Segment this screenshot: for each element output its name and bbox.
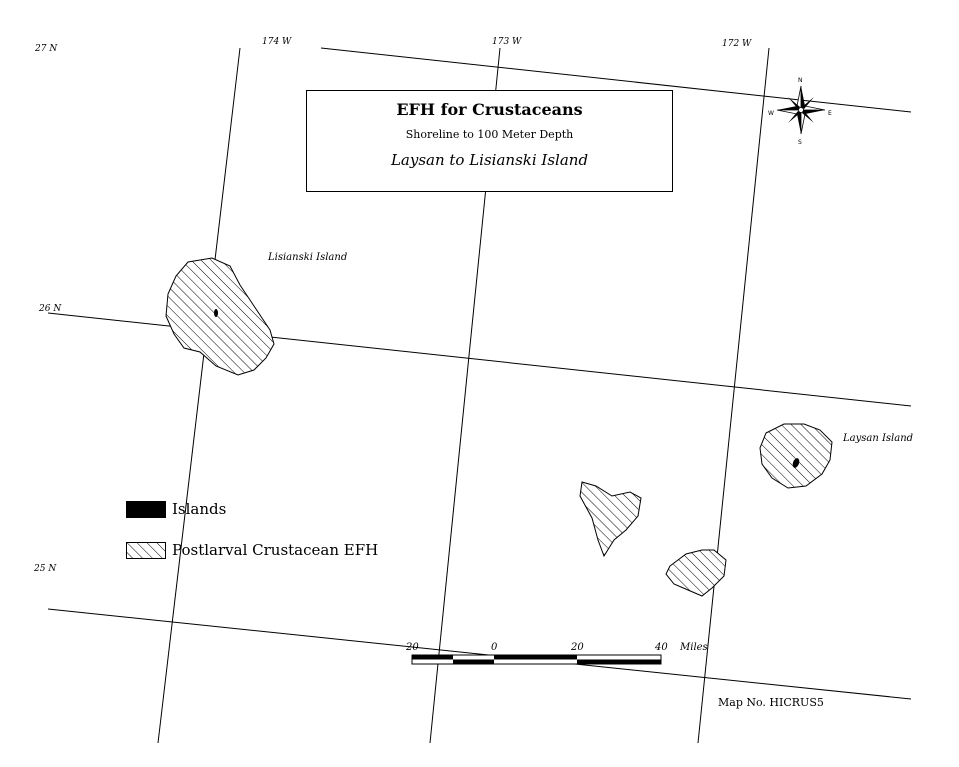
scale-tick-20-left: 20 [405, 642, 419, 653]
lon-label-174w: 174 W [262, 37, 292, 47]
lat-label-26n: 26 N [38, 304, 62, 314]
map-title-box: EFH for Crustaceans Shoreline to 100 Met… [306, 90, 673, 192]
parallel-27n [320, 47, 912, 113]
parallel-25n [47, 608, 912, 700]
compass-s-label: S [798, 139, 802, 146]
legend-label-efh: Postlarval Crustacean EFH [172, 541, 379, 559]
laysan-island-land [792, 458, 800, 468]
compass-n-label: N [798, 77, 803, 84]
lisianski-island-land [214, 309, 218, 317]
lat-label-27n: 27 N [34, 44, 58, 54]
map-title: EFH for Crustaceans [396, 100, 583, 119]
map-number: Map No. HICRUS5 [718, 696, 824, 709]
map-area-name: Laysan to Lisianski Island [390, 151, 589, 169]
legend-item-efh: Postlarval Crustacean EFH [126, 540, 378, 560]
lisianski-island-label: Lisianski Island [267, 252, 347, 263]
legend-item-islands: Islands [126, 499, 226, 519]
shoal-efh-area-north [579, 481, 642, 558]
scale-tick-40: 40 [654, 642, 668, 653]
lat-label-25n: 25 N [33, 564, 57, 574]
legend-swatch-efh [126, 541, 166, 559]
laysan-island-label: Laysan Island [842, 433, 913, 444]
scale-tick-0: 0 [491, 642, 498, 653]
compass-w-label: W [768, 110, 774, 117]
lisianski-efh-area [165, 257, 275, 376]
scale-bar: 20 0 20 40 Miles [405, 642, 708, 665]
shoal-efh-area-south [665, 549, 727, 597]
lon-label-173w: 173 W [492, 37, 522, 47]
scale-tick-20: 20 [570, 642, 584, 653]
lon-label-172w: 172 W [722, 39, 752, 49]
meridian-172w [697, 47, 770, 744]
laysan-efh-area [759, 423, 833, 489]
legend-label-islands: Islands [172, 500, 227, 518]
compass-e-label: E [828, 110, 832, 117]
map-subtitle: Shoreline to 100 Meter Depth [405, 128, 574, 141]
scale-unit-label: Miles [679, 642, 708, 653]
legend-swatch-islands [126, 500, 166, 518]
compass-rose-icon [776, 85, 826, 135]
meridian-174w [157, 47, 241, 744]
